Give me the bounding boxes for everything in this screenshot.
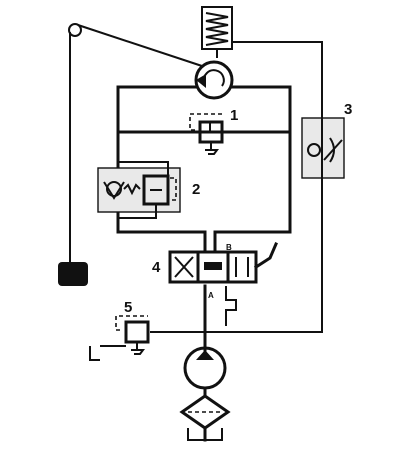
gauge-tank-left xyxy=(89,346,100,361)
sequence-valve-body xyxy=(142,174,170,206)
sequence-valve-2: 2 xyxy=(97,161,200,219)
sequence-lower-line xyxy=(117,204,157,219)
valve-lever xyxy=(253,242,278,270)
label-3: 3 xyxy=(344,101,352,118)
check-seat xyxy=(103,181,125,200)
check-ball xyxy=(106,181,122,197)
rope-to-motor xyxy=(77,24,203,67)
hydraulic-motor xyxy=(194,60,234,100)
cross-line-b xyxy=(174,256,194,278)
pulley-wheel xyxy=(68,23,82,37)
motor-rotation-arrow xyxy=(202,69,225,87)
port-b-label: B xyxy=(226,243,232,252)
gauge-pilot-dash xyxy=(115,315,148,331)
suction-filter xyxy=(179,394,231,442)
relief-drain-tank xyxy=(205,149,219,155)
directional-valve-4: B A 4 xyxy=(152,242,278,300)
left-bottom-rail xyxy=(116,230,207,254)
relief-pilot-dash xyxy=(189,113,222,131)
throttle-check-valve-3: 3 xyxy=(301,101,352,179)
valve-parallel-block xyxy=(226,250,258,284)
label-5: 5 xyxy=(124,299,132,316)
right-rail xyxy=(213,158,292,254)
throttle-adjust-arrow xyxy=(323,139,343,161)
check-spring xyxy=(123,183,141,196)
pressure-gauge-5: 5 xyxy=(89,299,150,361)
label-4: 4 xyxy=(152,259,161,276)
tank-outline xyxy=(187,428,223,441)
gauge-drain-tank xyxy=(131,349,145,355)
drain-line xyxy=(232,41,323,100)
valve-tank-line xyxy=(225,286,237,326)
throttle-check-ball xyxy=(307,143,321,157)
label-2: 2 xyxy=(192,181,200,198)
label-1: 1 xyxy=(230,107,238,124)
port-a-label: A xyxy=(208,291,214,300)
relief-valve-1: 1 xyxy=(189,107,238,155)
valve-center-fill xyxy=(204,262,222,270)
suspended-load xyxy=(58,262,88,286)
hydraulic-pump xyxy=(183,346,227,398)
spring-coil xyxy=(205,12,229,46)
brake-spring xyxy=(201,6,233,58)
motor-arrow-head xyxy=(196,74,206,88)
hoist-assembly xyxy=(58,23,203,286)
sequence-pilot-dash xyxy=(170,177,177,201)
gauge-body xyxy=(124,320,150,344)
pump-arrow-head xyxy=(196,350,214,360)
top-rail-right xyxy=(231,85,292,162)
circuit-lines xyxy=(116,41,323,352)
sequence-upper-line xyxy=(117,161,169,176)
